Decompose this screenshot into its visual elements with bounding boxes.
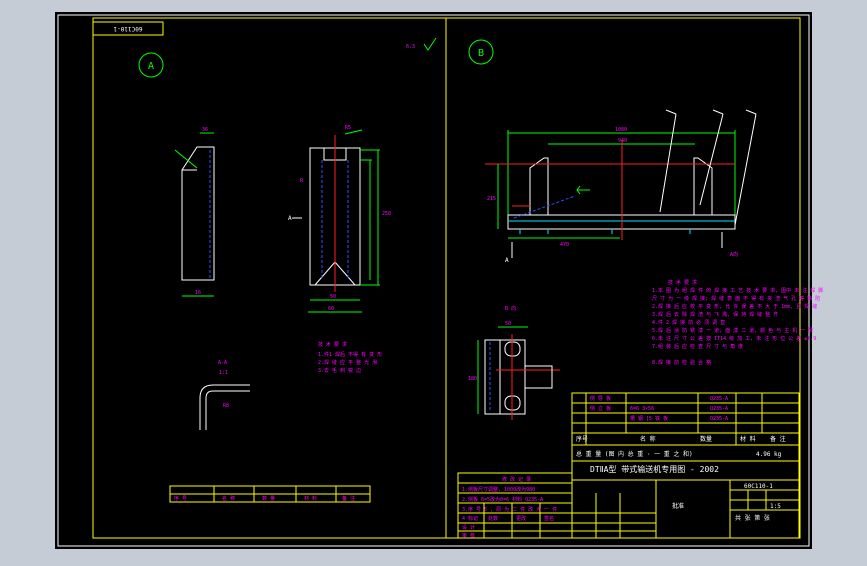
section-a-a: A-A 1:1 R8 xyxy=(199,360,250,430)
svg-text:3.序 号 5 , 原 为 二 件 改 为 一 件: 3.序 号 5 , 原 为 二 件 改 为 一 件 xyxy=(462,506,557,513)
svg-text:槽 钢 [5 铁 板: 槽 钢 [5 铁 板 xyxy=(630,415,668,422)
svg-text:36: 36 xyxy=(202,127,208,133)
revision-title: 修 改 记 录 xyxy=(502,476,531,483)
svg-text:Q235-A: Q235-A xyxy=(710,406,728,412)
svg-text:更改: 更改 xyxy=(516,515,526,522)
drawing-number: 60C110-1 xyxy=(113,25,142,32)
section-scale: 1:1 xyxy=(219,370,228,376)
svg-text:50: 50 xyxy=(505,321,511,327)
svg-text:3.焊 后 去 除 焊 渣 与 飞 溅, 保 持 焊 缝 整: 3.焊 后 去 除 焊 渣 与 飞 溅, 保 持 焊 缝 整 齐 xyxy=(652,311,778,318)
title-block-title: DTⅡA型 带式输送机专用图 - 2002 xyxy=(590,464,719,474)
svg-text:B: B xyxy=(478,48,484,59)
notes-left: 技 术 要 求 1.件1 焊后 不得 有 变 形 2.焊 缝 应 平 整 光 滑… xyxy=(318,341,382,374)
tech-requirements: 技 术 要 求 1.本 图 为 组 焊 件 的 焊 接 工 艺 技 术 要 求,… xyxy=(652,279,823,366)
svg-text:180: 180 xyxy=(468,376,477,382)
svg-text:2.焊 接 后 应 校 平 变 形, 允 许 误 差 不 大: 2.焊 接 后 应 校 平 变 形, 允 许 误 差 不 大 于 1mm, 且 … xyxy=(652,303,817,310)
svg-text:5.焊 后 涂 防 锈 漆 一 道, 面 漆 二 道, 颜: 5.焊 后 涂 防 锈 漆 一 道, 面 漆 二 道, 颜 色 与 主 机 一 … xyxy=(652,327,813,334)
b-view-detail: B 向 50 180 xyxy=(468,305,560,420)
main-assembly: 1080 940 215 470 A A向 xyxy=(485,109,757,264)
weight: 4.96 kg xyxy=(756,451,782,458)
front-view-part: 250 50 60 R5 A R xyxy=(288,125,391,313)
note-header: 备 注 xyxy=(770,435,786,443)
svg-text:4 标记: 4 标记 xyxy=(462,515,478,522)
svg-text:A: A xyxy=(505,257,509,264)
drawing-code: 60C110-1 xyxy=(744,483,773,490)
svg-text:R5: R5 xyxy=(345,125,351,131)
svg-text:R: R xyxy=(300,178,304,184)
svg-text:侧 立 板: 侧 立 板 xyxy=(590,405,611,412)
title-block: 侧 导 板 Q235-A 侧 立 板 δ=6 3×56 Q235-A 槽 钢 [… xyxy=(571,392,800,539)
svg-text:签名: 签名 xyxy=(544,515,554,522)
svg-text:4.件 2 焊 接 前 必 须 调 直: 4.件 2 焊 接 前 必 须 调 直 xyxy=(652,319,725,326)
svg-text:A向: A向 xyxy=(730,251,738,258)
svg-text:A: A xyxy=(148,61,154,72)
svg-text:7.组 装 后 应 检 查 尺 寸 与 角 度: 7.组 装 后 应 检 查 尺 寸 与 角 度 xyxy=(652,343,743,350)
svg-text:侧 导 板: 侧 导 板 xyxy=(590,395,611,402)
drawing-number-box: 60C110-1 xyxy=(92,21,164,36)
svg-text:60: 60 xyxy=(328,306,334,312)
svg-text:Q235-A: Q235-A xyxy=(710,396,728,402)
svg-text:16: 16 xyxy=(195,290,201,296)
b-view-caption: B 向 xyxy=(505,305,516,312)
svg-text:材 料: 材 料 xyxy=(304,495,317,502)
seq-header: 序号 xyxy=(576,435,588,443)
section-label: A-A xyxy=(218,360,227,366)
approval-field: 批准 xyxy=(672,502,684,510)
outer-frame xyxy=(57,14,810,547)
svg-text:470: 470 xyxy=(560,242,569,248)
name-header: 名 称 xyxy=(640,435,656,443)
svg-text:250: 250 xyxy=(382,211,391,217)
qty-header: 数量 xyxy=(700,435,712,443)
svg-text:审 核: 审 核 xyxy=(462,532,475,539)
view-b-label: B xyxy=(468,39,494,65)
svg-text:技 术 要 求: 技 术 要 求 xyxy=(318,341,347,348)
svg-text:备 注: 备 注 xyxy=(342,495,355,502)
svg-text:3.去 毛 刺 锐 边: 3.去 毛 刺 锐 边 xyxy=(318,367,361,374)
svg-text:1080: 1080 xyxy=(615,127,627,133)
svg-text:50: 50 xyxy=(330,294,336,300)
view-a-label: A xyxy=(138,52,164,78)
svg-text:940: 940 xyxy=(618,138,627,144)
svg-text:名 称: 名 称 xyxy=(222,495,235,502)
svg-text:6.未 注 尺 寸 公 差 按 IT14 级 加 工, 未: 6.未 注 尺 寸 公 差 按 IT14 级 加 工, 未 注 形 位 公 差 … xyxy=(652,335,816,342)
svg-text:A: A xyxy=(288,215,292,222)
svg-text:数 量: 数 量 xyxy=(262,495,275,502)
parts-list-left: 序 号 名 称 数 量 材 料 备 注 xyxy=(169,485,371,503)
svg-text:215: 215 xyxy=(487,196,496,202)
svg-text:R8: R8 xyxy=(223,403,229,409)
svg-text:1.本 图 为 组 焊 件 的 焊 接 工 艺 技 术 要: 1.本 图 为 组 焊 件 的 焊 接 工 艺 技 术 要 求, 图中 未 注 … xyxy=(652,287,823,294)
svg-text:2.焊 缝 应 平 整 光 滑: 2.焊 缝 应 平 整 光 滑 xyxy=(318,359,377,366)
surface-finish-mark-left: 6.3 xyxy=(406,37,437,51)
svg-text:设 计: 设 计 xyxy=(462,524,475,531)
material-header: 材 料 xyxy=(740,435,756,443)
svg-text:δ=6 3×56: δ=6 3×56 xyxy=(630,406,654,412)
drawing-sheet xyxy=(55,12,812,549)
svg-text:6.3: 6.3 xyxy=(406,44,415,50)
scale-field: 1:5 xyxy=(770,503,781,510)
totals-row: 总 重 量 (图 内 总 重 · 一 重 之 和) xyxy=(576,450,693,458)
side-view-part: 36 16 xyxy=(174,127,215,297)
revision-table: 修 改 记 录 1.侧板尺寸调整, 1000改为980 2.侧板 δ=5改为δ=… xyxy=(457,472,656,539)
svg-text:1.件1 焊后 不得 有 变 形: 1.件1 焊后 不得 有 变 形 xyxy=(318,351,382,358)
tech-requirements-title: 技 术 要 求 xyxy=(668,279,697,286)
svg-text:处数: 处数 xyxy=(488,515,498,522)
svg-text:尺 寸 为 一 级 焊 接; 焊 缝 表 面 不 得 有 夹: 尺 寸 为 一 级 焊 接; 焊 缝 表 面 不 得 有 夹 渣 气 孔 等 缺… xyxy=(652,295,820,302)
svg-text:8.焊 接 前 检 验 合 格: 8.焊 接 前 检 验 合 格 xyxy=(652,359,711,366)
svg-text:1.侧板尺寸调整, 1000改为980: 1.侧板尺寸调整, 1000改为980 xyxy=(462,486,535,493)
sheet-field: 共 张 第 张 xyxy=(735,514,770,522)
svg-text:2.侧板 δ=5改为δ=6 材料 Q235-A: 2.侧板 δ=5改为δ=6 材料 Q235-A xyxy=(462,496,543,503)
svg-text:Q235-A: Q235-A xyxy=(710,416,728,422)
svg-text:序 号: 序 号 xyxy=(174,495,187,502)
